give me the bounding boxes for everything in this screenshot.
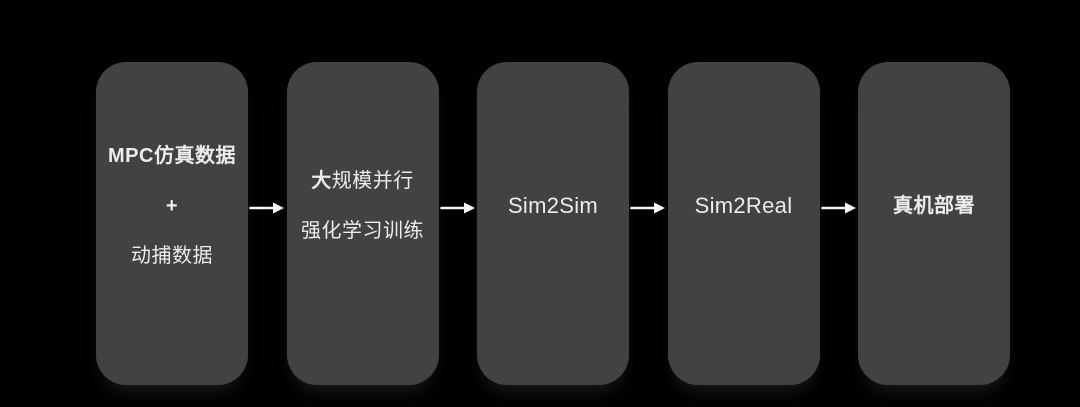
- pipeline-flow: MPC仿真数据 + 动捕数据 大规模并行 强化学习训练: [96, 62, 1010, 385]
- flow-node-real-deployment: 真机部署: [858, 62, 1010, 385]
- flow-connector: [820, 62, 859, 385]
- node-content: Sim2Real: [668, 192, 820, 220]
- node-content: MPC仿真数据 + 动捕数据: [96, 142, 248, 270]
- node-label-line: 强化学习训练: [301, 219, 424, 242]
- arrow-right-icon: [630, 202, 666, 214]
- flow-node-sim2sim: Sim2Sim: [477, 62, 629, 385]
- arrow-right-icon: [439, 202, 475, 214]
- node-label-line: Sim2Real: [694, 192, 793, 218]
- flow-connector: [629, 62, 668, 385]
- node-label-lead: 大: [311, 169, 332, 192]
- plus-sign: +: [165, 194, 179, 217]
- node-content: 大规模并行 强化学习训练: [287, 167, 439, 245]
- node-label-line: 动捕数据: [131, 244, 213, 267]
- node-label-line: 大规模并行: [287, 167, 439, 195]
- arrow-right-icon: [249, 202, 285, 214]
- flow-connector: [439, 62, 478, 385]
- node-content: 真机部署: [858, 192, 1010, 220]
- flow-connector: [248, 62, 287, 385]
- node-label-rest: 规模并行: [331, 169, 414, 192]
- flow-node-sim2real: Sim2Real: [667, 62, 820, 385]
- node-label-line: MPC仿真数据: [108, 144, 236, 167]
- arrow-right-icon: [820, 202, 856, 214]
- node-content: Sim2Sim: [477, 192, 629, 220]
- node-label-line: Sim2Sim: [507, 192, 599, 218]
- flow-node-rl-training: 大规模并行 强化学习训练: [286, 62, 439, 385]
- node-label-line: 真机部署: [893, 194, 975, 217]
- flow-node-training-data: MPC仿真数据 + 动捕数据: [96, 62, 248, 385]
